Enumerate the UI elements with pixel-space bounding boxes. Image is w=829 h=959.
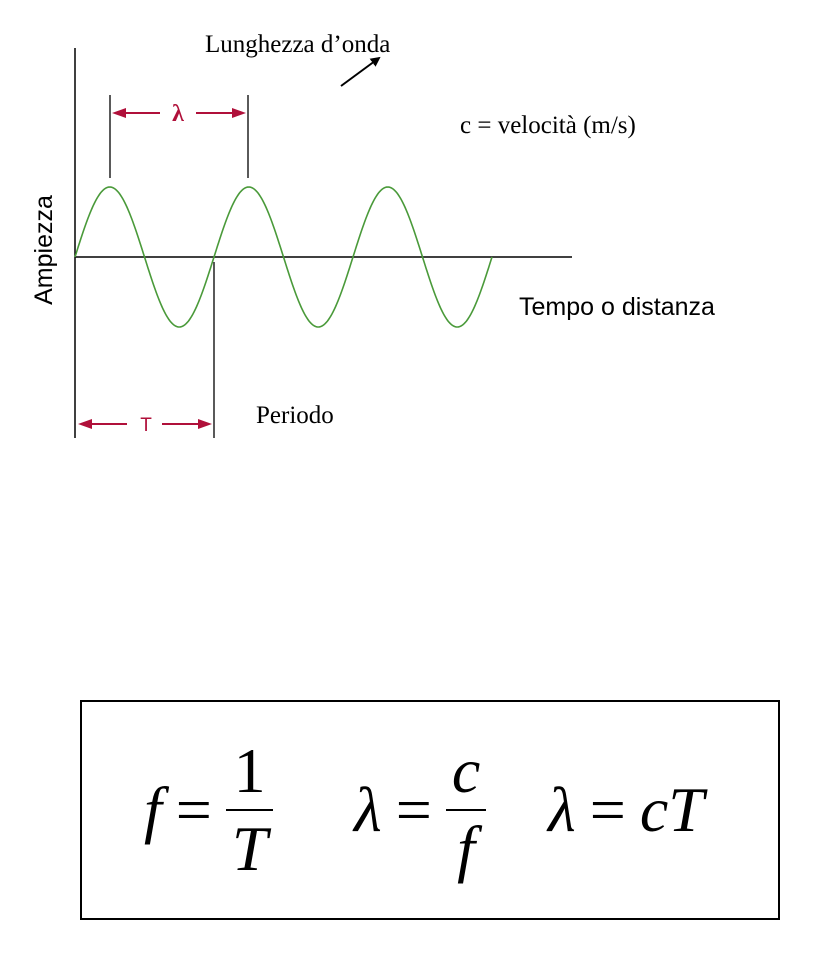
period-symbol: T <box>140 415 152 436</box>
formula-1-numerator: 1 <box>233 735 266 806</box>
wavelength-pointer-arrow <box>340 56 381 87</box>
formula-1-denominator: T <box>231 813 268 884</box>
lambda-dimension <box>112 108 246 118</box>
formula-box: f = 1 T λ = c f λ = cT <box>80 700 780 920</box>
formula-2-numerator: c <box>451 735 481 806</box>
period-dimension <box>78 419 212 429</box>
formula-3-equals: = <box>589 774 626 845</box>
lambda-symbol: λ <box>172 101 184 127</box>
velocity-label: c = velocità (m/s) <box>460 112 636 139</box>
formula-2-denominator: f <box>457 813 475 884</box>
formula-2-equals: = <box>395 774 432 845</box>
time-axis-label: Tempo o distanza <box>519 293 715 321</box>
amplitude-axis-label: Ampiezza <box>30 195 58 305</box>
wavelength-frequency-formula: λ = c f <box>354 702 487 918</box>
formula-1-equals: = <box>175 774 212 845</box>
formula-2-fraction: c f <box>445 735 487 884</box>
formula-2-lhs: λ <box>354 774 382 845</box>
formula-1-fraction-bar <box>225 809 274 811</box>
formula-3-lhs: λ <box>548 774 576 845</box>
formula-2-fraction-bar <box>445 809 487 811</box>
frequency-formula: f = 1 T <box>144 702 274 918</box>
sine-wave <box>74 186 493 328</box>
formula-3-rhs: cT <box>639 774 704 845</box>
wavelength-period-formula: λ = cT <box>548 702 704 918</box>
wave-diagram: λ T Lunghezza d’onda c = velocità (m/s) … <box>30 31 715 438</box>
formula-1-lhs: f <box>144 774 162 845</box>
wavelength-title: Lunghezza d’onda <box>205 31 390 58</box>
formula-1-fraction: 1 T <box>225 735 274 884</box>
period-label: Periodo <box>256 402 334 429</box>
